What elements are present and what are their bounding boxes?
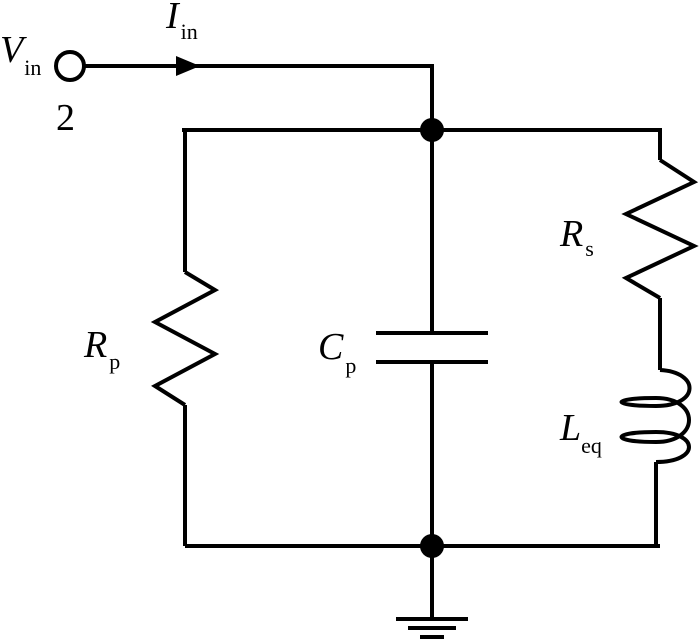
leq-inductor bbox=[619, 368, 692, 464]
cp-label: Cp bbox=[318, 326, 356, 378]
rp-resistor bbox=[150, 270, 220, 407]
i-in-label: Iin bbox=[165, 0, 198, 44]
input-terminal[interactable] bbox=[54, 50, 86, 82]
rp-label: Rp bbox=[83, 324, 120, 374]
current-arrow bbox=[176, 56, 200, 76]
node-number-label: 2 bbox=[56, 97, 75, 139]
top-node bbox=[420, 118, 444, 142]
input-wire bbox=[84, 64, 434, 130]
rs-resistor bbox=[621, 158, 699, 300]
rs-label: Rs bbox=[559, 213, 594, 261]
leq-label: Leq bbox=[559, 407, 602, 458]
ground-icon bbox=[396, 617, 468, 639]
top-rail bbox=[182, 128, 662, 160]
v-in-label: Vin bbox=[0, 29, 41, 80]
